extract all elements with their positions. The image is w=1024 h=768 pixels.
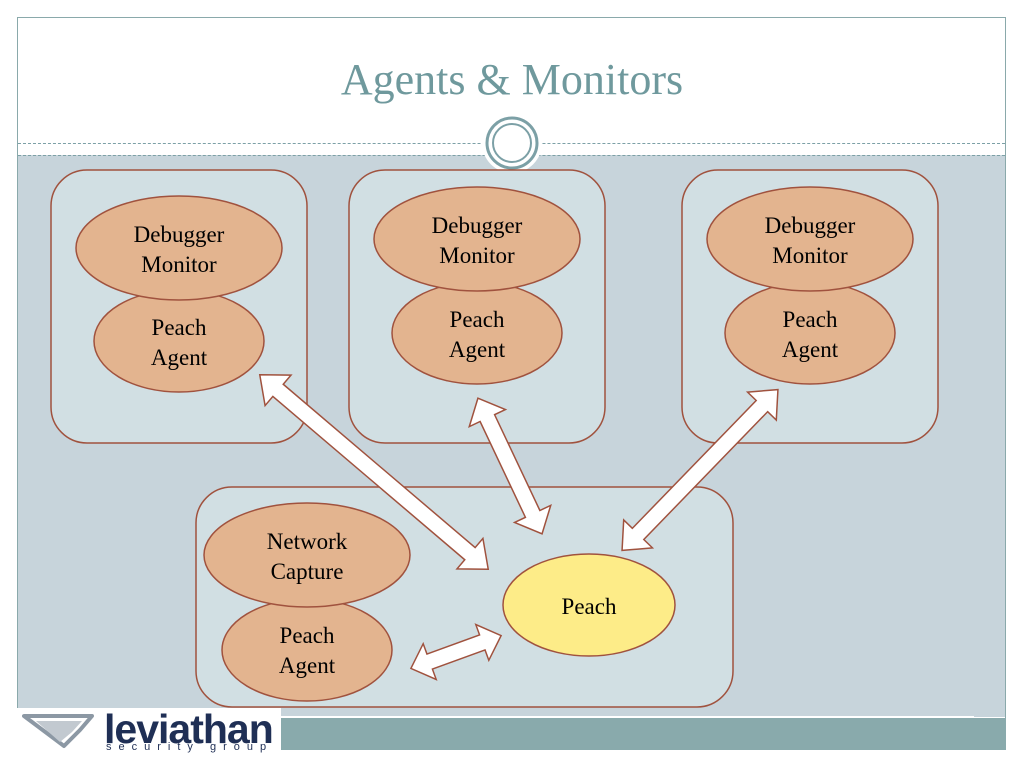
peach-engine-label: Peach	[562, 594, 617, 619]
peach-agent-local-line1: Peach	[280, 623, 335, 648]
arrow-agent2-peach	[468, 397, 552, 535]
peach-agent-2-line2: Agent	[449, 337, 506, 362]
arrow-agent3-peach	[621, 388, 779, 552]
arrow-localagent-peach	[409, 623, 503, 681]
debugger-monitor-1	[75, 195, 283, 301]
peach-agent-2-line1: Peach	[450, 307, 505, 332]
debugger-monitor-2	[373, 186, 581, 292]
debugger-monitor-3-line2: Monitor	[772, 243, 848, 268]
footer-band	[280, 718, 1006, 750]
logo-tagline: security group	[106, 741, 274, 753]
footer-band-highlight	[280, 716, 974, 718]
peach-agent-3-line1: Peach	[783, 307, 838, 332]
debugger-monitor-2-line2: Monitor	[439, 243, 515, 268]
peach-agent-3	[724, 281, 896, 385]
peach-agent-2	[391, 281, 563, 385]
peach-agent-1	[93, 289, 265, 393]
divider-circle-icon	[482, 113, 542, 173]
debugger-monitor-2-line1: Debugger	[432, 213, 523, 238]
peach-agent-1-line2: Agent	[151, 345, 208, 370]
peach-agent-local	[221, 598, 393, 702]
leviathan-logo-icon	[22, 714, 94, 748]
arrow-agent1-peach	[258, 374, 490, 570]
network-capture-line1: Network	[267, 529, 348, 554]
peach-agent-local-line2: Agent	[279, 653, 336, 678]
debugger-monitor-3-line1: Debugger	[765, 213, 856, 238]
peach-engine	[502, 553, 676, 657]
debugger-monitor-1-line1: Debugger	[134, 222, 225, 247]
logo-wordmark: leviathan	[104, 706, 274, 752]
debugger-monitor-3	[706, 186, 914, 292]
network-capture	[203, 502, 411, 608]
slide-title: Agents & Monitors	[340, 55, 684, 104]
network-capture-line2: Capture	[271, 559, 344, 584]
peach-agent-3-line2: Agent	[782, 337, 839, 362]
debugger-monitor-1-line2: Monitor	[141, 252, 217, 277]
peach-agent-1-line1: Peach	[152, 315, 207, 340]
